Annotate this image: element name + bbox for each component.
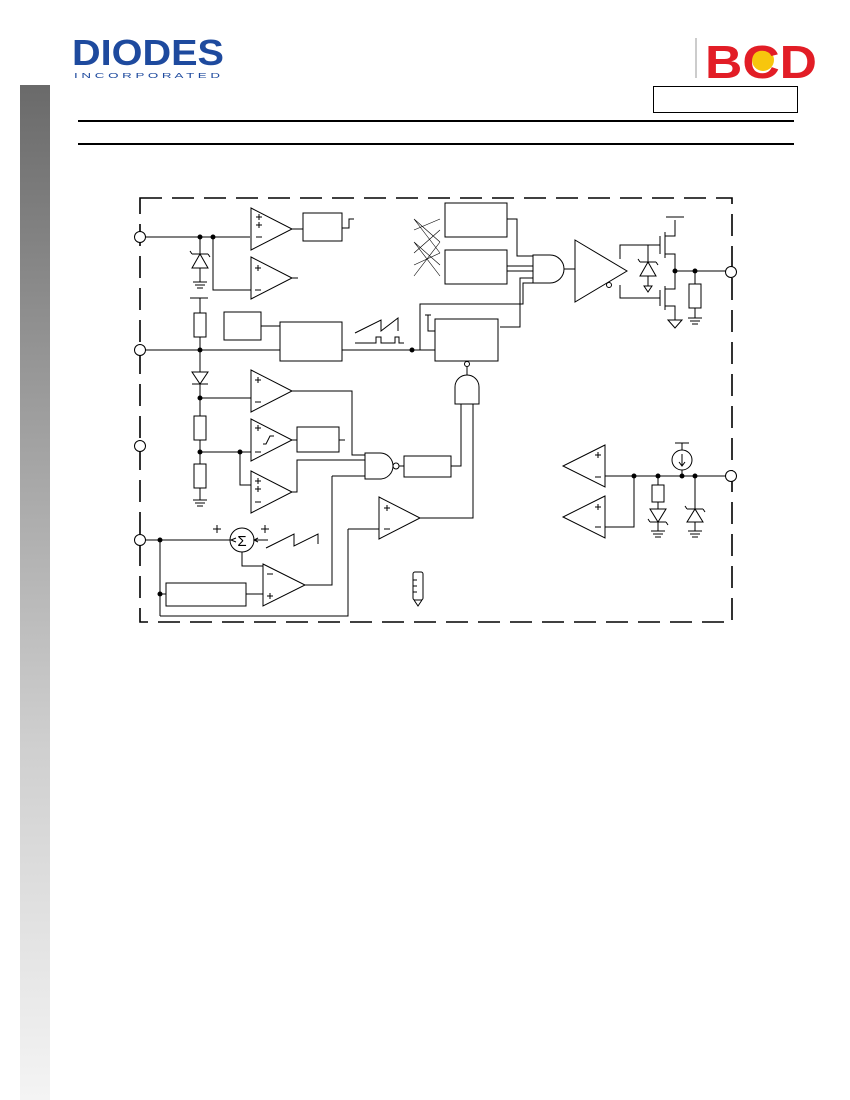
- bcd-logo-yellow-dot: [752, 49, 774, 71]
- bcd-logo-wordmark: BCD: [705, 36, 817, 82]
- thermal-shutdown-icon: [412, 571, 424, 607]
- hysteresis-comparator: [250, 418, 294, 462]
- reference-zener-2: [684, 505, 706, 523]
- pin-1: [134, 231, 146, 243]
- uvlo-comparator: [250, 207, 294, 251]
- diodes-logo-wordmark: DIODES: [72, 36, 224, 73]
- reference-amplifier-1: [561, 444, 606, 488]
- and-gate-vertical: [454, 374, 480, 405]
- sense-block: [165, 582, 247, 607]
- output-high-mosfet: [659, 220, 676, 271]
- oscillator-block: [279, 321, 343, 362]
- summing-symbol: Σ: [237, 533, 246, 550]
- header-rule-bottom: [78, 143, 794, 145]
- comparator-5: [250, 470, 294, 514]
- diodes-logo: DIODES I N C O R P O R A T E D: [72, 36, 224, 80]
- logic-block-a: [444, 202, 508, 238]
- vcc-comparator: [250, 256, 294, 300]
- sawtooth-waveform-icon: [354, 316, 399, 334]
- pin-output: [725, 266, 737, 278]
- pulse-waveform-icon: [355, 336, 404, 344]
- reference-resistor: [651, 484, 665, 503]
- pin-3: [134, 440, 146, 452]
- diodes-logo-subtext: I N C O R P O R A T E D: [74, 71, 221, 80]
- output-low-mosfet: [659, 271, 676, 320]
- frequency-jitter-icon: [413, 218, 441, 277]
- reference-block: [223, 311, 262, 341]
- feedback-amplifier: [262, 563, 307, 607]
- bcd-logo: BCD: [695, 36, 817, 82]
- latch-block: [296, 426, 340, 453]
- comparator-3: [250, 369, 294, 413]
- pin-reference: [725, 470, 737, 482]
- zener-diode-vcc: [189, 250, 211, 269]
- pwm-latch-block: [434, 318, 499, 362]
- pin-2: [134, 344, 146, 356]
- nand-gate: [364, 452, 394, 480]
- chip-boundary: [139, 197, 733, 623]
- diode-d1: [191, 371, 209, 385]
- slope-ramp-icon: [265, 533, 319, 549]
- uvlo-logic-block: [302, 212, 343, 242]
- pin-4: [134, 534, 146, 546]
- logic-block-b: [444, 249, 508, 285]
- resistor-rt: [193, 312, 207, 338]
- pulldown-resistor: [688, 283, 702, 309]
- error-amplifier: [378, 496, 422, 540]
- resistor-r2: [193, 463, 207, 489]
- side-gradient-bar: [20, 85, 50, 1100]
- reference-amplifier-2: [561, 495, 606, 539]
- output-and-gate: [532, 254, 565, 284]
- part-number-box: [653, 86, 798, 113]
- gate-driver-buffer: [574, 239, 628, 303]
- resistor-r1: [193, 415, 207, 441]
- header-rule-top: [78, 120, 794, 122]
- leb-block: [403, 455, 452, 478]
